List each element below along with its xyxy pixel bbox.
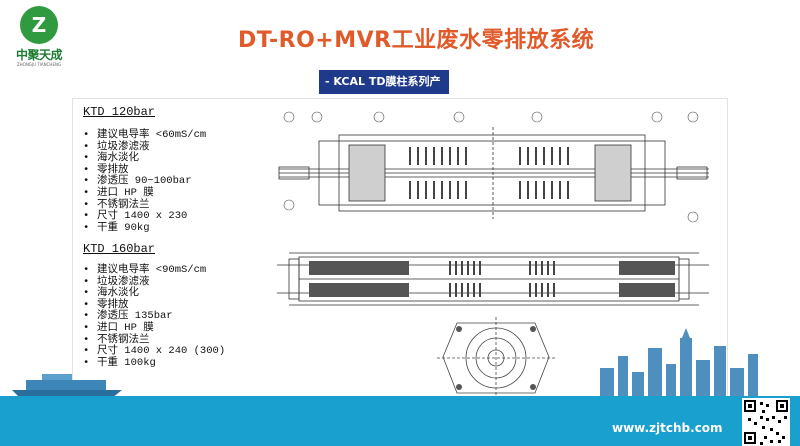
slide-title: DT-RO+MVR工业废水零排放系统 (238, 28, 595, 53)
footer-strip (0, 396, 800, 446)
logo-mark-letter: Z (31, 13, 47, 37)
spec-item: 建议电导率 <90mS/cm (83, 264, 225, 277)
spec-item: 海水淡化 (83, 153, 206, 165)
spec-item: 垃圾渗滤液 (83, 276, 225, 289)
website-url[interactable]: www.zjtchb.com (612, 421, 723, 435)
logo-mark: Z (20, 6, 58, 44)
spec-item: 进口 HP 膜 (83, 187, 206, 200)
spec-item: 渗透压 90~100bar (83, 176, 206, 188)
section-title-ktd120: KTD 120bar (83, 105, 156, 119)
spec-item: 干重 100kg (83, 357, 225, 370)
spec-item: 建议电导率 <60mS/cm (83, 129, 206, 142)
spec-item: 不锈钢法兰 (83, 199, 206, 212)
logo-subtext: ZHONGJU TIANCHENG (16, 62, 62, 67)
spec-item: 不锈钢法兰 (83, 334, 225, 347)
company-logo: Z 中聚天成 ZHONGJU TIANCHENG (8, 6, 70, 68)
qr-code (742, 398, 790, 446)
spec-item: 渗透压 135bar (83, 311, 225, 323)
spec-item: 海水淡化 (83, 288, 225, 300)
spec-list-ktd160: 建议电导率 <90mS/cm 垃圾渗滤液 海水淡化 零排放 渗透压 135bar… (83, 264, 225, 370)
ktd120-module-drawing (278, 111, 709, 223)
city-skyline-illustration (600, 328, 758, 398)
spec-item: 进口 HP 膜 (83, 322, 225, 335)
spec-item: 零排放 (83, 164, 206, 177)
ktd160-module-drawing (277, 252, 709, 306)
content-panel: KTD 120bar 建议电导率 <60mS/cm 垃圾渗滤液 海水淡化 零排放… (72, 98, 728, 400)
spec-list-ktd120: 建议电导率 <60mS/cm 垃圾渗滤液 海水淡化 零排放 渗透压 90~100… (83, 129, 206, 235)
spec-item: 尺寸 1400 x 240 (300) (83, 346, 225, 358)
spec-item: 垃圾渗滤液 (83, 141, 206, 154)
spec-item: 尺寸 1400 x 230 (83, 211, 206, 223)
flange-end-view-drawing (437, 317, 555, 397)
section-banner: - KCAL TD膜柱系列产品 (319, 70, 449, 112)
ship-illustration (12, 374, 122, 398)
spec-item: 干重 90kg (83, 222, 206, 235)
spec-item: 零排放 (83, 299, 225, 312)
section-title-ktd160: KTD 160bar (83, 242, 156, 256)
logo-name: 中聚天成 (15, 48, 63, 62)
